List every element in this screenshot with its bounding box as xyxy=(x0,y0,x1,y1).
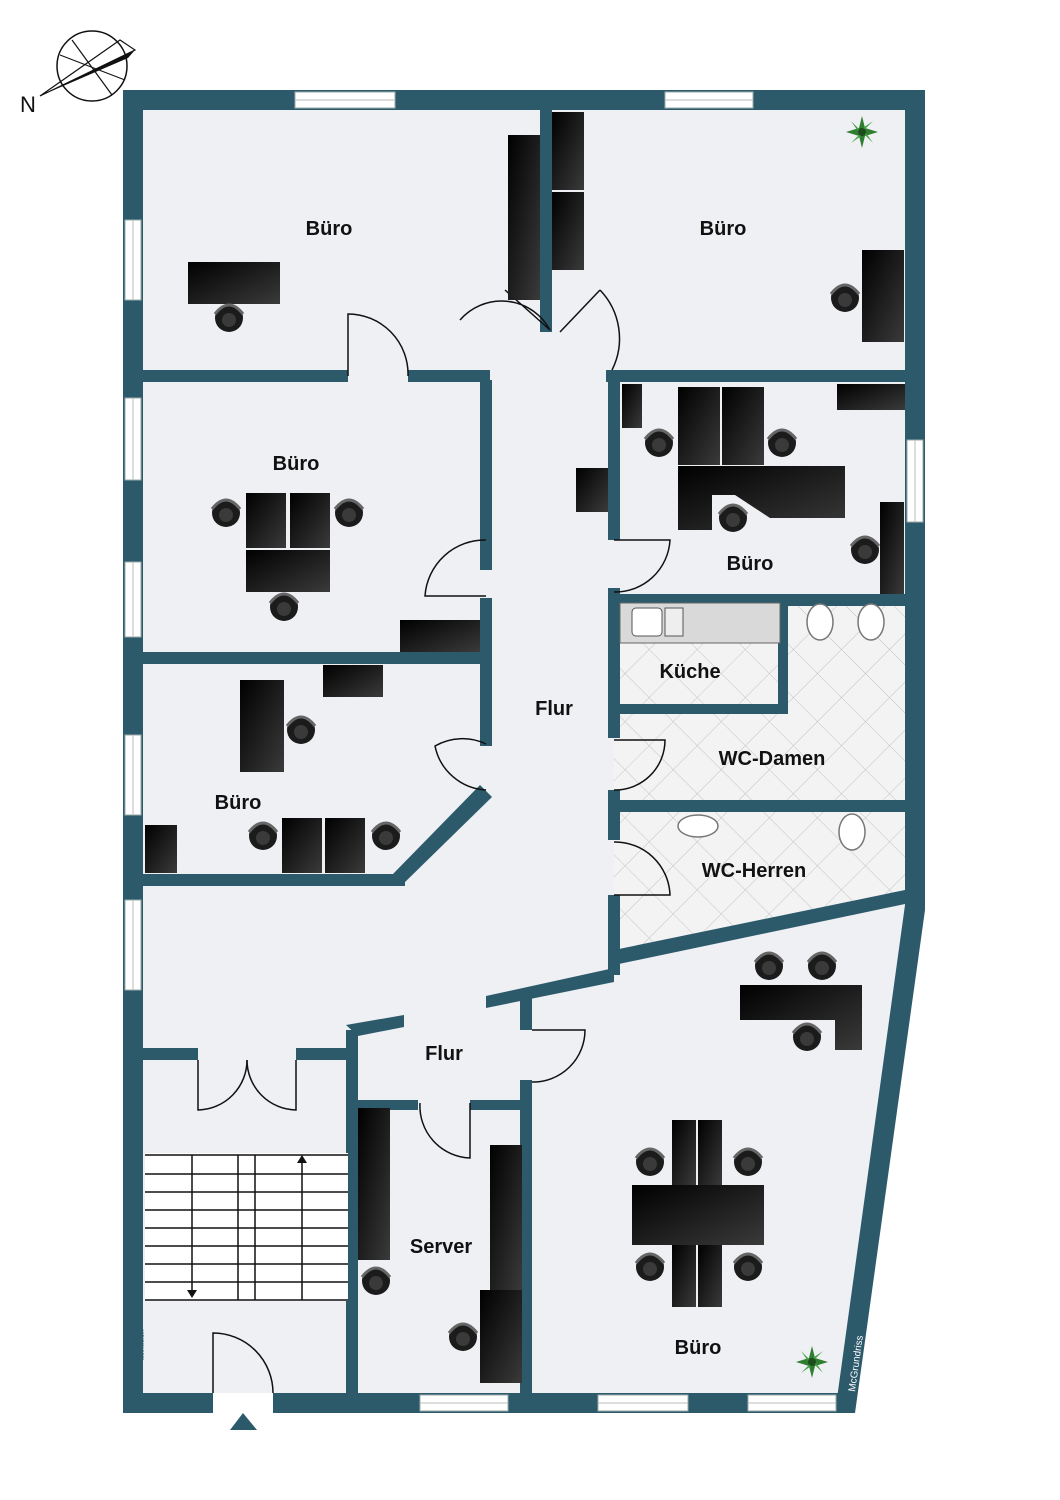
kitchen-counter xyxy=(619,602,781,644)
room-label-wc-women: WC-Damen xyxy=(719,748,826,770)
room-label-office-4: Büro xyxy=(215,792,262,814)
room-label-wc-men: WC-Herren xyxy=(702,860,806,882)
room-label-office-2: Büro xyxy=(700,218,747,240)
windows xyxy=(124,91,924,1413)
logo-name: VON POLL xyxy=(125,1306,137,1360)
wc-fixtures xyxy=(677,603,885,851)
room-label-corridor-small: Flur xyxy=(425,1043,463,1065)
interior-walls xyxy=(143,110,905,1393)
room-label-server: Server xyxy=(410,1236,472,1258)
logo-initials: VP xyxy=(120,1361,145,1390)
room-label-office-3: Büro xyxy=(273,453,320,475)
doors xyxy=(197,289,671,1394)
von-poll-logo: VP VON POLL IMMOBILIEN xyxy=(120,1306,146,1390)
room-label-office-1: Büro xyxy=(306,218,353,240)
entrance-arrow-icon xyxy=(230,1413,257,1430)
staircase xyxy=(145,1153,348,1301)
furniture xyxy=(145,112,905,1383)
wc-men-floor xyxy=(614,812,905,955)
room-label-corridor-main: Flur xyxy=(535,698,573,720)
compass-rose-icon: N xyxy=(20,30,137,117)
room-label-office-5: Büro xyxy=(727,553,774,575)
room-label-kitchen: Küche xyxy=(659,661,720,683)
wc-women-floor xyxy=(614,600,905,802)
logo-tagline: IMMOBILIEN xyxy=(141,1329,146,1360)
room-label-office-6: Büro xyxy=(675,1337,722,1359)
compass-north-label: N xyxy=(20,92,36,117)
